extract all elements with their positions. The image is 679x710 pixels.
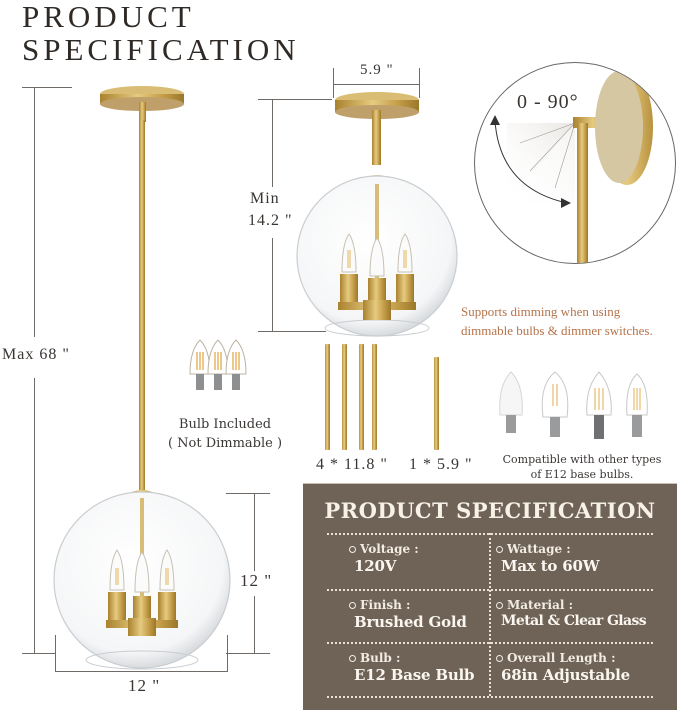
shade-height-top-tick <box>226 493 270 494</box>
spec-overall-length: Overall Length : 68in Adjustable <box>496 651 630 684</box>
title-line-2: SPECIFICATION <box>22 32 300 67</box>
canopy-width-label: 5.9 " <box>360 62 394 78</box>
extension-rod-2 <box>342 344 347 450</box>
min-height-line-upper <box>272 99 273 187</box>
spec-wattage: Wattage : Max to 60W <box>496 542 600 575</box>
max-height-bottom-tick <box>22 653 56 654</box>
max-height-line-lower <box>34 378 35 654</box>
pendant-short-illustration <box>296 92 458 337</box>
min-height-label: Min <box>250 190 280 207</box>
min-height-value: 14.2 " <box>248 212 293 229</box>
dimming-note: Supports dimming when using dimmable bul… <box>461 302 653 340</box>
canopy-width-right-tick <box>419 68 420 98</box>
compatible-bulbs-caption: Compatible with other types of E12 base … <box>487 452 677 482</box>
extension-rod-3 <box>359 344 364 450</box>
max-height-label: Max 68 " <box>2 346 70 363</box>
spec-material: Material : Metal & Clear Glass <box>496 598 647 629</box>
spec-voltage-label: Voltage : <box>360 542 419 556</box>
shade-height-line-upper <box>254 493 255 571</box>
bullet-icon <box>496 545 503 553</box>
spec-panel-title: PRODUCT SPECIFICATION <box>324 498 656 523</box>
canopy-width-left-tick <box>333 68 334 98</box>
spec-bulb-value: E12 Base Bulb <box>354 666 475 684</box>
compatible-divider <box>303 483 677 484</box>
title-line-1: PRODUCT <box>22 0 195 34</box>
spec-bulb-label: Bulb : <box>360 651 401 665</box>
compatible-line-2: of E12 base bulbs. <box>530 468 634 481</box>
spec-voltage-value: 120V <box>354 557 397 575</box>
shade-width-line <box>55 671 228 672</box>
spec-overall-length-value: 68in Adjustable <box>501 666 630 684</box>
max-height-line-upper <box>34 87 35 337</box>
spec-divider-4 <box>327 696 653 698</box>
extension-rod-4 <box>372 344 377 450</box>
extension-rod-1 <box>325 344 330 450</box>
spec-column-divider <box>489 533 491 696</box>
min-height-top-tick <box>258 99 332 100</box>
swivel-canopy-illustration <box>490 69 653 263</box>
dimming-note-line-2: dimmable bulbs & dimmer switches. <box>461 323 653 338</box>
spec-finish-value: Brushed Gold <box>354 613 467 631</box>
shade-width-label: 12 " <box>128 676 161 695</box>
shade-height-bottom-tick <box>226 653 270 654</box>
spec-overall-length-label: Overall Length : <box>507 651 616 665</box>
bulb-included-line-2: ( Not Dimmable ) <box>167 436 283 451</box>
spec-finish-label: Finish : <box>360 598 411 612</box>
included-bulbs-illustration <box>189 339 247 390</box>
bullet-icon <box>349 601 356 609</box>
swivel-detail-circle: 0 - 90° <box>474 62 676 264</box>
shade-width-right-tick <box>227 635 228 671</box>
shade-height-line-lower <box>254 596 255 653</box>
min-height-bottom-tick <box>258 331 326 332</box>
swivel-angle-label: 0 - 90° <box>517 91 579 113</box>
shade-height-label: 12 " <box>240 571 273 590</box>
rods-long-label: 4 * 11.8 " <box>316 456 388 473</box>
spec-panel: PRODUCT SPECIFICATION Voltage : 120V Wat… <box>303 484 677 710</box>
bullet-icon <box>496 601 503 609</box>
spec-voltage: Voltage : 120V <box>349 542 419 575</box>
extension-rod-short <box>434 357 439 450</box>
spec-wattage-value: Max to 60W <box>501 557 600 575</box>
spec-bulb: Bulb : E12 Base Bulb <box>349 651 475 684</box>
shade-width-left-tick <box>55 635 56 671</box>
spec-wattage-label: Wattage : <box>507 542 571 556</box>
page-title: PRODUCT SPECIFICATION <box>22 0 300 66</box>
bullet-icon <box>349 654 356 662</box>
compatible-bulbs-illustration <box>499 371 648 439</box>
bulb-included-caption: Bulb Included ( Not Dimmable ) <box>160 415 290 453</box>
dimming-note-line-1: Supports dimming when using <box>461 304 621 319</box>
bulb-included-line-1: Bulb Included <box>178 417 272 432</box>
rods-short-label: 1 * 5.9 " <box>409 456 473 473</box>
pendant-tall-illustration <box>53 86 231 670</box>
canopy-width-line <box>333 84 420 85</box>
compatible-line-1: Compatible with other types <box>502 453 662 466</box>
spec-material-label: Material : <box>507 598 574 612</box>
bullet-icon <box>349 545 356 553</box>
bullet-icon <box>496 654 503 662</box>
max-height-top-tick <box>22 87 72 88</box>
spec-material-value: Metal & Clear Glass <box>501 613 647 629</box>
min-height-line-lower <box>272 238 273 331</box>
spec-finish: Finish : Brushed Gold <box>349 598 467 631</box>
